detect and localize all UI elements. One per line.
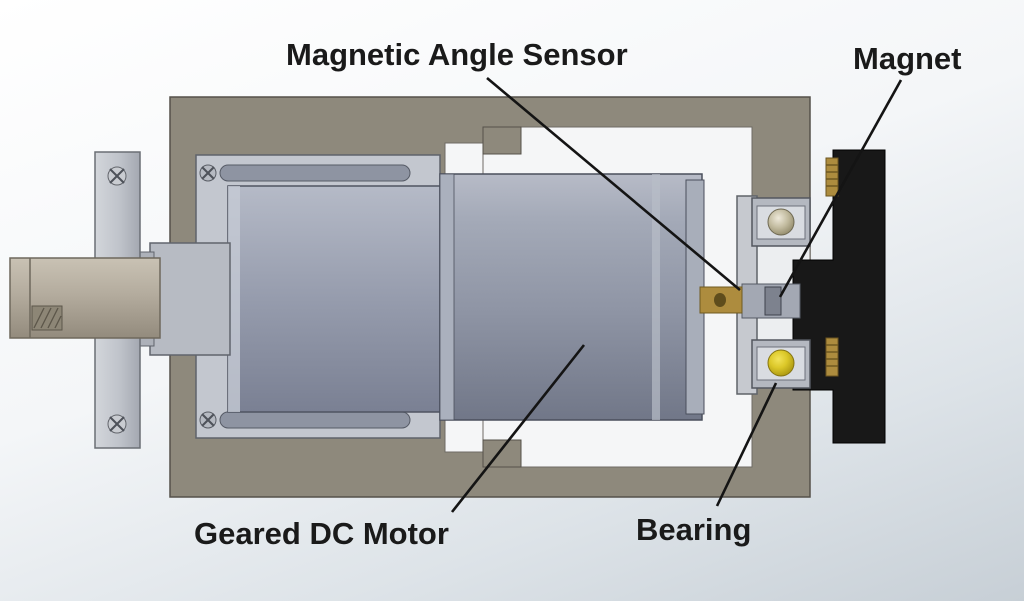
dc-motor-can — [439, 173, 743, 421]
black-hub-shape — [792, 149, 886, 444]
flange-screw-bottom — [107, 414, 127, 434]
gearbox — [195, 154, 441, 439]
leader-lines — [450, 77, 903, 513]
magnet — [764, 286, 782, 316]
magnetic-angle-sensor — [699, 286, 743, 314]
gear-core-highlight — [228, 186, 240, 412]
motor-body — [439, 173, 703, 421]
label-bearing: Bearing — [636, 512, 752, 547]
gearbox-screw-top — [199, 164, 217, 182]
flange-screw-top — [107, 166, 127, 186]
bearing-top-ball — [767, 208, 795, 236]
bearing-top — [751, 197, 811, 247]
label-magnetic-angle-sensor: Magnetic Angle Sensor — [286, 37, 628, 72]
housing-boss-top — [482, 126, 522, 155]
gearbox-slot-top — [219, 164, 411, 182]
motor-front-cap — [439, 173, 455, 421]
shaft-set-screw — [31, 305, 63, 331]
black-output-hub — [792, 149, 886, 444]
hub-screw-bottom — [825, 337, 839, 377]
sensor-leader-line — [486, 77, 741, 291]
label-geared-dc-motor: Geared DC Motor — [194, 516, 449, 551]
housing-boss-bottom — [482, 439, 522, 468]
gear-core-cylinder — [227, 185, 441, 413]
output-assembly — [9, 151, 231, 449]
motor-seam — [652, 174, 660, 420]
bearing-leader-line — [715, 382, 778, 507]
gearbox-screw-bottom — [199, 411, 217, 429]
bearing-bottom-ball — [767, 349, 795, 377]
sensor-hole — [714, 293, 726, 307]
output-hub — [149, 242, 231, 356]
bearing-bottom — [751, 339, 811, 389]
gearbox-slot-bottom — [219, 411, 411, 429]
magnet-leader-line — [778, 79, 903, 298]
motor-leader-line — [450, 344, 586, 513]
hub-screw-top — [825, 157, 839, 197]
label-magnet: Magnet — [853, 41, 962, 76]
